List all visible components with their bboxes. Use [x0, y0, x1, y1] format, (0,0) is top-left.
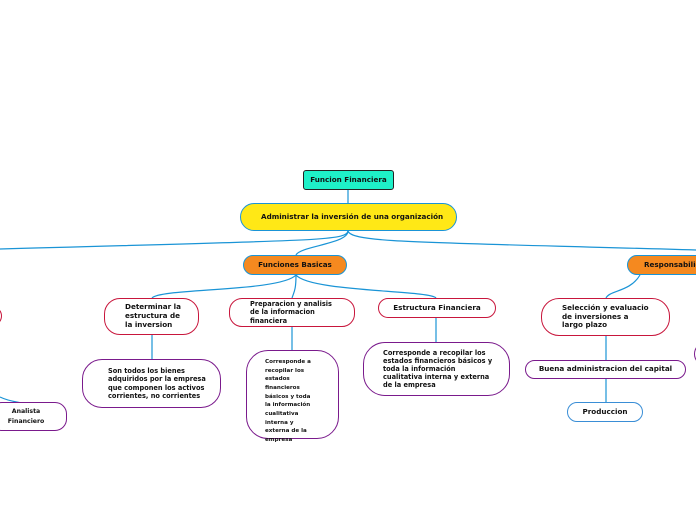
analyst-node-label: Analista Financiero	[7, 408, 45, 425]
structure-detail-label: Son todos los bienes adquiridos por la e…	[108, 367, 206, 400]
production-node[interactable]: Produccion	[567, 402, 643, 422]
fin-structure-node[interactable]: Estructura Financiera	[378, 298, 496, 318]
structure-node-label: Determinar la estructura de la inversion	[125, 302, 181, 329]
branch-node-label: Funciones Basicas	[258, 259, 332, 269]
prep-detail-node[interactable]: Corresponde a recopilar los estados fina…	[246, 350, 339, 443]
branch-node-label: Responsabilid	[644, 259, 696, 269]
branch-node-responsabilidades[interactable]: Responsabilid	[627, 255, 696, 275]
fin-structure-detail-node[interactable]: Corresponde a recopilar los estados fina…	[363, 342, 510, 396]
fin-structure-detail-label: Corresponde a recopilar los estados fina…	[383, 348, 493, 390]
prep-node[interactable]: Preparacion y analisis de la informacion…	[229, 298, 355, 327]
prep-node-label: Preparacion y analisis de la informacion…	[250, 300, 332, 325]
selection-node[interactable]: Selección y evaluacio de inversiones a l…	[541, 298, 670, 336]
production-node-label: Produccion	[582, 406, 628, 416]
root-node-funcion-financiera[interactable]: Funcion Financiera	[303, 170, 394, 190]
objective-node-label: Administrar la inversión de una organiza…	[261, 211, 444, 221]
selection-node-label: Selección y evaluacio de inversiones a l…	[562, 302, 649, 330]
root-node-label: Funcion Financiera	[310, 174, 387, 184]
structure-node[interactable]: Determinar la estructura de la inversion	[104, 298, 199, 335]
capital-node-label: Buena administracion del capital	[538, 364, 673, 374]
structure-detail-node[interactable]: Son todos los bienes adquiridos por la e…	[82, 359, 221, 408]
capital-node[interactable]: Buena administracion del capital	[525, 360, 686, 379]
objective-node[interactable]: Administrar la inversión de una organiza…	[240, 203, 457, 231]
analyst-node[interactable]: Analista Financiero	[0, 402, 67, 431]
prep-detail-label: Corresponde a recopilar los estados fina…	[265, 359, 311, 443]
fin-structure-node-label: Estructura Financiera	[393, 302, 481, 312]
branch-node-funciones-basicas[interactable]: Funciones Basicas	[243, 255, 347, 275]
